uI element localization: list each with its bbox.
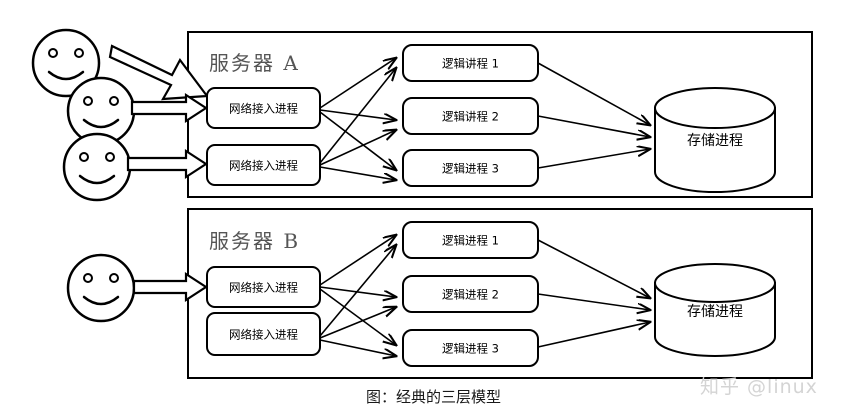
thin-arrow-icon-a-n2-l1 — [319, 68, 396, 164]
thin-arrow-icon-b-l3-s — [537, 322, 650, 348]
server-b-group: 服务器 B 网络接入进程 网络接入进程 逻辑进程 1 — [66, 208, 813, 379]
logic-process-box-b2[interactable]: 逻辑进程 2 — [402, 275, 539, 313]
logic-process-label: 逻辑进程 3 — [442, 342, 499, 356]
block-arrow-icon-a-mid — [130, 92, 209, 124]
logic-process-box-a1[interactable]: 逻辑讲程 1 — [402, 44, 539, 82]
server-b-title: 服务器 B — [209, 229, 300, 253]
thin-arrow-icon-b-l1-s — [537, 239, 650, 298]
thin-arrow-icon-a-n1-l3 — [319, 111, 396, 170]
client-smiley-a1 — [31, 28, 101, 98]
logic-process-label: 逻辑进程 1 — [442, 234, 499, 248]
logic-process-box-b1[interactable]: 逻辑进程 1 — [402, 221, 539, 259]
thin-arrow-icon-b-l2-s — [537, 293, 650, 310]
thin-arrow-icon-b-n2-l3 — [319, 339, 396, 356]
thin-arrow-icon-a-l1-s — [537, 62, 650, 125]
network-process-box-b1[interactable]: 网络接入进程 — [206, 266, 321, 308]
thin-arrow-icon-a-n2-l2 — [319, 130, 396, 166]
storage-process-label: 存储进程 — [687, 133, 743, 149]
network-process-label: 网络接入进程 — [229, 102, 298, 116]
thin-arrow-icon-b-n1-l1 — [319, 235, 396, 286]
logic-process-label: 逻辑讲程 2 — [442, 110, 499, 124]
logic-process-box-b3[interactable]: 逻辑进程 3 — [402, 329, 539, 367]
thin-arrow-icon-a-n1-l1 — [319, 58, 396, 109]
logic-process-label: 逻辑进程 2 — [442, 288, 499, 302]
network-process-box-a1[interactable]: 网络接入进程 — [206, 87, 321, 129]
storage-process-label: 存储进程 — [687, 304, 743, 320]
watermark: 知乎 @linux — [700, 376, 818, 398]
network-process-box-a2[interactable]: 网络接入进程 — [206, 144, 321, 186]
logic-process-label: 逻辑进程 3 — [442, 162, 499, 176]
network-process-box-b2[interactable]: 网络接入进程 — [206, 312, 321, 356]
thin-arrow-icon-a-l3-s — [537, 149, 650, 169]
logic-process-box-a3[interactable]: 逻辑进程 3 — [402, 149, 539, 187]
thin-arrow-icon-b-n1-l3 — [319, 288, 396, 345]
logic-process-label: 逻辑讲程 1 — [442, 57, 499, 71]
client-smiley-b1 — [66, 253, 136, 323]
thin-arrow-icon-a-l2-s — [537, 115, 650, 137]
client-smiley-a3 — [62, 132, 132, 202]
server-a-group: 服务器 A — [31, 28, 813, 202]
thin-arrow-icon-a-n2-l3 — [319, 166, 396, 180]
thin-arrow-icon-b-n2-l2 — [319, 307, 396, 339]
figure-caption: 图：经典的三层模型 — [365, 388, 501, 406]
thin-arrow-icon-b-n1-l2 — [319, 286, 396, 297]
block-arrow-icon-b — [132, 271, 209, 303]
storage-process-cylinder-b[interactable]: 存储进程 — [654, 263, 776, 357]
network-process-label: 网络接入进程 — [229, 159, 298, 173]
block-arrow-icon-a-low — [126, 148, 209, 180]
network-process-label: 网络接入进程 — [229, 328, 298, 342]
network-process-label: 网络接入进程 — [229, 281, 298, 295]
logic-process-box-a2[interactable]: 逻辑讲程 2 — [402, 97, 539, 135]
thin-arrow-icon-b-n2-l1 — [319, 245, 396, 337]
storage-process-cylinder-a[interactable]: 存储进程 — [654, 87, 776, 193]
server-a-title: 服务器 A — [209, 51, 300, 75]
